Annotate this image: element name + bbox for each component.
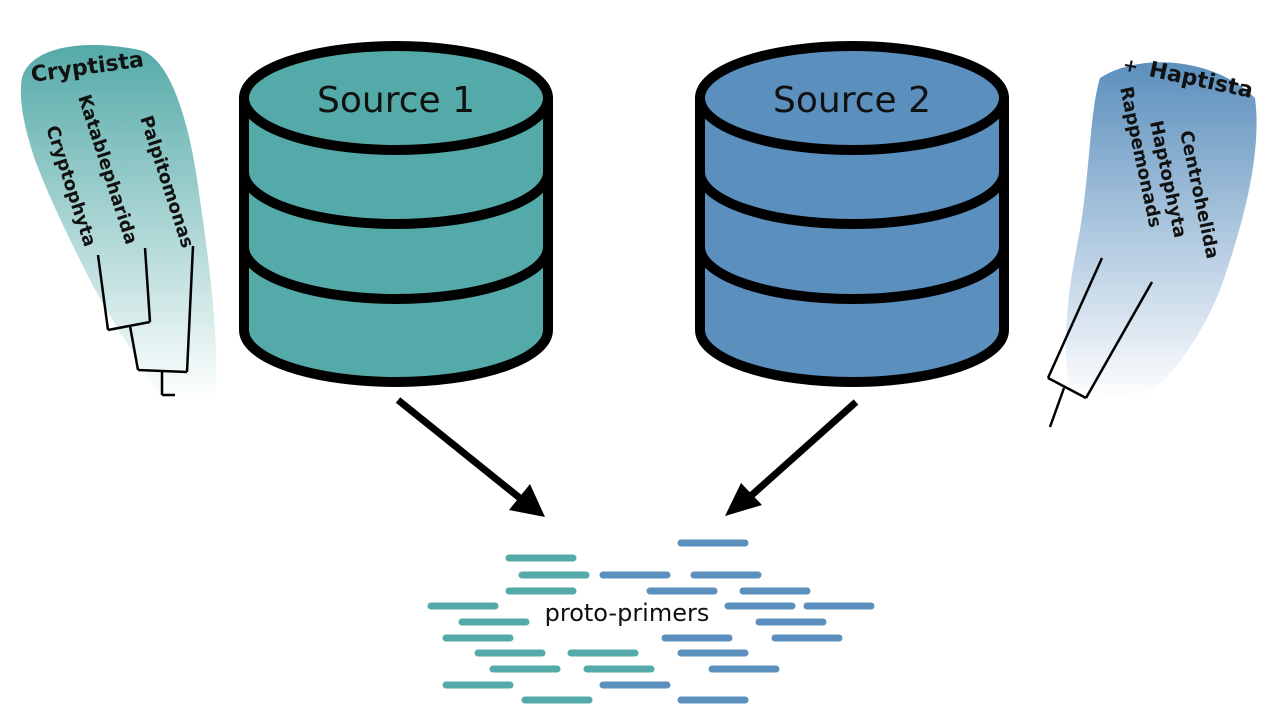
source-1-database [239, 41, 553, 387]
arrow-source-1-head [509, 484, 545, 517]
haptista-plus: + [1121, 54, 1140, 78]
source-1-label: Source 1 [317, 80, 475, 121]
source-2-label: Source 2 [773, 80, 931, 121]
source-2-top [695, 41, 1009, 155]
proto-primers-cluster [427, 539, 875, 704]
haptista-gradient-blob [1065, 62, 1257, 401]
arrow-source-2 [741, 399, 859, 505]
cryptista-tree: Cryptista Palpitomonas Katablepharida Cr… [20, 45, 217, 401]
source-1-body [239, 93, 553, 387]
source-2-body [695, 93, 1009, 387]
haptista-tree: Haptista + Centrohelida Haptophyta Rappe… [1046, 54, 1257, 428]
cryptista-branches [96, 245, 195, 397]
cryptista-gradient-blob [20, 45, 217, 401]
source-2-ring-2 [695, 246, 1009, 304]
arrow-source-2-head [725, 483, 762, 516]
source-2-ring-1 [695, 171, 1009, 229]
haptista-branches [1046, 257, 1154, 428]
source-1-top [239, 41, 553, 155]
source-2-database [695, 41, 1009, 387]
arrow-source-1 [395, 397, 529, 506]
arrows [395, 397, 859, 517]
source-1-ring-1 [239, 171, 553, 229]
source-1-ring-2 [239, 246, 553, 304]
proto-primers-label: proto-primers [545, 599, 710, 627]
